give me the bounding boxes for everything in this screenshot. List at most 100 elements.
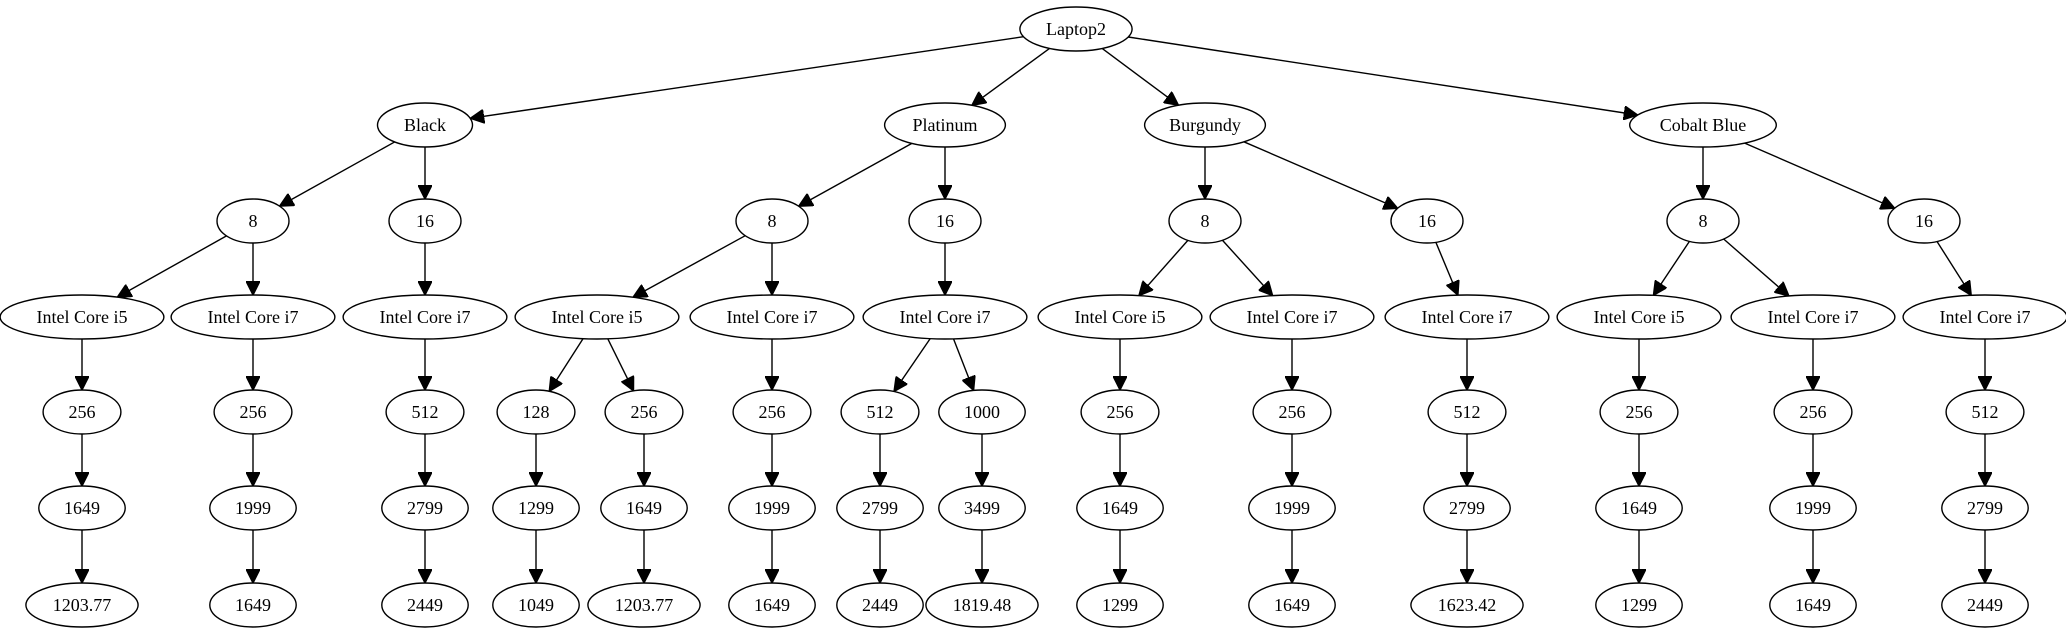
node-label: Intel Core i7 (1422, 307, 1513, 327)
node-label: Intel Core i7 (900, 307, 991, 327)
tree-node-256: 256 (1080, 389, 1160, 435)
node-label: 256 (1800, 402, 1827, 422)
tree-node-1649: 1649 (728, 582, 816, 628)
node-label: 1649 (64, 498, 100, 518)
node-ellipse (1076, 485, 1164, 531)
node-label: 1649 (235, 595, 271, 615)
node-label: Intel Core i5 (552, 307, 643, 327)
node-ellipse (1143, 102, 1267, 148)
node-ellipse (1769, 485, 1857, 531)
node-ellipse (1037, 294, 1203, 340)
tree-node-1649: 1649 (38, 485, 126, 531)
tree-node-intel-core-i7: Intel Core i7 (1902, 294, 2066, 340)
node-ellipse (209, 582, 297, 628)
node-ellipse (492, 582, 580, 628)
node-ellipse (1248, 582, 1336, 628)
node-label: 1649 (626, 498, 662, 518)
tree-node-intel-core-i7: Intel Core i7 (170, 294, 336, 340)
node-label: 512 (867, 402, 894, 422)
node-ellipse (216, 198, 290, 244)
tree-edge (799, 142, 913, 206)
node-ellipse (1769, 582, 1857, 628)
tree-node-intel-core-i7: Intel Core i7 (342, 294, 508, 340)
tree-node-256: 256 (1252, 389, 1332, 435)
tree-edge (1101, 47, 1178, 105)
node-ellipse (170, 294, 336, 340)
node-ellipse (1902, 294, 2066, 340)
tree-edge (952, 338, 974, 391)
tree-node-1649: 1649 (209, 582, 297, 628)
node-ellipse (840, 389, 920, 435)
node-label: 8 (1699, 211, 1708, 231)
node-ellipse (1427, 389, 1507, 435)
tree-node-8: 8 (1666, 198, 1740, 244)
tree-node-2449: 2449 (836, 582, 924, 628)
node-label: Intel Core i7 (1247, 307, 1338, 327)
tree-node-laptop2: Laptop2 (1019, 6, 1133, 52)
node-ellipse (496, 389, 576, 435)
node-ellipse (925, 582, 1039, 628)
node-ellipse (735, 198, 809, 244)
tree-node-16: 16 (388, 198, 462, 244)
tree-node-intel-core-i5: Intel Core i5 (1556, 294, 1722, 340)
tree-node-512: 512 (1427, 389, 1507, 435)
node-ellipse (1666, 198, 1740, 244)
tree-edge (1723, 238, 1789, 296)
node-label: Intel Core i7 (1940, 307, 2031, 327)
tree-node-1649: 1649 (1595, 485, 1683, 531)
tree-node-256: 256 (1773, 389, 1853, 435)
node-label: Cobalt Blue (1660, 115, 1747, 135)
node-label: Burgundy (1169, 115, 1241, 135)
node-label: 1049 (518, 595, 554, 615)
node-ellipse (1887, 198, 1961, 244)
tree-node-8: 8 (735, 198, 809, 244)
node-ellipse (1390, 198, 1464, 244)
node-label: 16 (936, 211, 954, 231)
node-label: 1000 (964, 402, 1000, 422)
tree-node-intel-core-i7: Intel Core i7 (689, 294, 855, 340)
tree-node-intel-core-i7: Intel Core i7 (862, 294, 1028, 340)
node-ellipse (1941, 582, 2029, 628)
tree-node-intel-core-i5: Intel Core i5 (0, 294, 165, 340)
node-label: 256 (240, 402, 267, 422)
node-label: Laptop2 (1046, 19, 1106, 39)
node-ellipse (1209, 294, 1375, 340)
node-ellipse (1019, 6, 1133, 52)
node-label: 1649 (754, 595, 790, 615)
tree-node-intel-core-i7: Intel Core i7 (1384, 294, 1550, 340)
node-ellipse (1080, 389, 1160, 435)
node-ellipse (1941, 485, 2029, 531)
node-label: 1203.77 (615, 595, 674, 615)
tree-node-256: 256 (604, 389, 684, 435)
tree-edge (1139, 239, 1189, 295)
tree-node-2799: 2799 (1423, 485, 1511, 531)
tree-node-2449: 2449 (381, 582, 469, 628)
tree-edge (607, 338, 634, 391)
tree-node-1623-42: 1623.42 (1410, 582, 1524, 628)
node-label: 2799 (1967, 498, 2003, 518)
node-ellipse (381, 485, 469, 531)
node-ellipse (862, 294, 1028, 340)
node-label: Intel Core i7 (1768, 307, 1859, 327)
tree-node-1649: 1649 (1248, 582, 1336, 628)
node-label: 512 (1454, 402, 1481, 422)
tree-node-1999: 1999 (1769, 485, 1857, 531)
tree-node-platinum: Platinum (883, 102, 1007, 148)
tree-node-16: 16 (1887, 198, 1961, 244)
tree-node-256: 256 (213, 389, 293, 435)
tree-edge (894, 338, 931, 392)
tree-edge (633, 235, 746, 298)
node-label: 1999 (235, 498, 271, 518)
tree-edge (1653, 240, 1690, 295)
tree-node-black: Black (376, 102, 474, 148)
node-label: 2449 (862, 595, 898, 615)
node-label: 512 (412, 402, 439, 422)
node-label: 2799 (407, 498, 443, 518)
node-ellipse (1628, 102, 1777, 148)
node-ellipse (1423, 485, 1511, 531)
tree-edges (82, 36, 1985, 583)
node-ellipse (883, 102, 1007, 148)
node-label: 256 (1626, 402, 1653, 422)
